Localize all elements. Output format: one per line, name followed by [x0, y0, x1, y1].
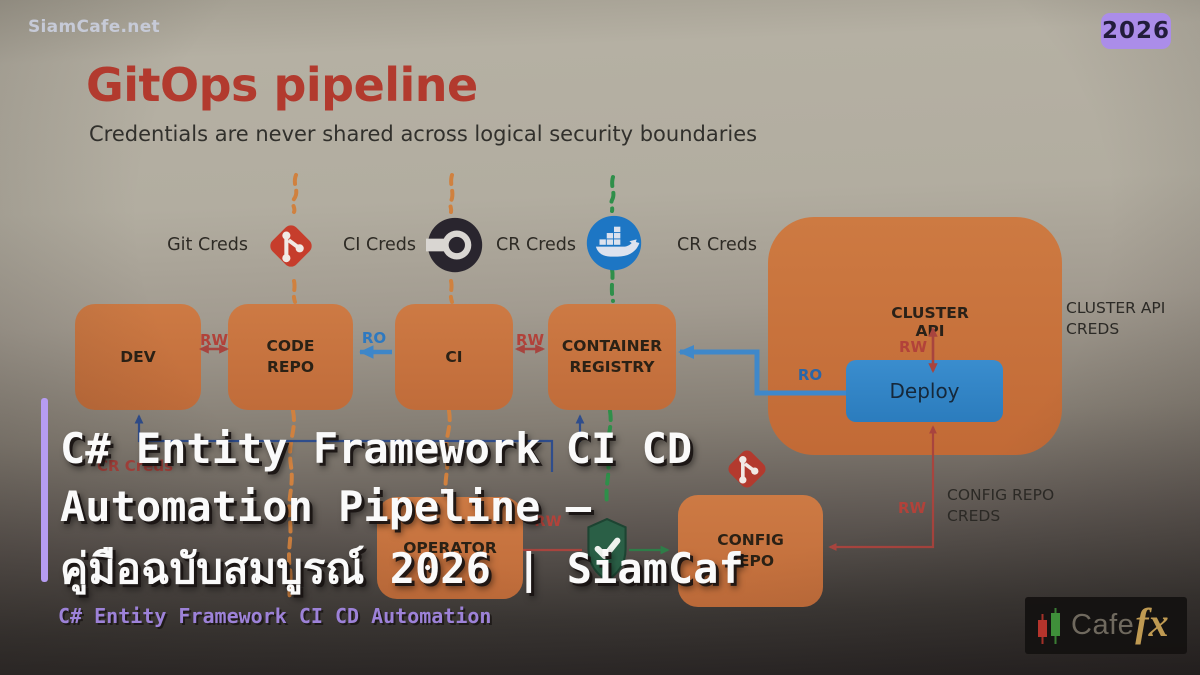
- edge-ro-registry-pull: RO: [797, 366, 823, 384]
- cafefx-logo: Cafe fx: [1025, 597, 1187, 654]
- cluster-api-label: CLUSTER API: [891, 304, 969, 340]
- logo-fx-text: fx: [1135, 600, 1169, 645]
- git-icon: [270, 225, 312, 267]
- cr-creds-label: CR Creds: [496, 235, 576, 255]
- cr-creds-label-2: CR Creds: [677, 235, 757, 255]
- node-deploy: Deploy: [846, 360, 1003, 422]
- watermark: SiamCafe.net: [28, 17, 160, 37]
- node-operator: OPERATOR: [377, 497, 523, 599]
- docker-icon: [586, 215, 642, 271]
- node-code-repo: CODE REPO: [228, 304, 353, 410]
- edge-rw-cluster-api: RW: [898, 338, 928, 356]
- logo-cafe-text: Cafe: [1071, 609, 1135, 641]
- node-dev: DEV: [75, 304, 201, 410]
- headline-line2: Automation Pipeline —: [60, 482, 592, 531]
- git-creds-label: Git Creds: [167, 235, 248, 255]
- edge-rw-dev-repo: RW: [199, 331, 229, 349]
- edge-rw-deploy-config: RW: [897, 499, 927, 517]
- candlestick-icon: [1038, 607, 1060, 644]
- accent-bar: [41, 398, 48, 582]
- page-subtitle: Credentials are never shared across logi…: [89, 122, 758, 146]
- caption-text: C# Entity Framework CI CD Automation: [58, 604, 492, 628]
- year-badge: 2026: [1101, 13, 1171, 49]
- git-icon-config: [728, 450, 766, 488]
- ci-creds-label: CI Creds: [343, 235, 416, 255]
- config-repo-creds-label: CONFIG REPO CREDS: [947, 486, 1055, 525]
- node-container-registry: CONTAINER REGISTRY: [548, 304, 676, 410]
- node-ci: CI: [395, 304, 513, 410]
- headline-line3: คู่มือฉบับสมบูรณ์ 2026 | SiamCaf: [60, 544, 744, 593]
- shield-check-icon: [587, 518, 627, 582]
- page-title: GitOps pipeline: [86, 58, 478, 112]
- headline-line1: C# Entity Framework CI CD: [60, 424, 693, 473]
- node-config-repo: CONFIG REPO: [678, 495, 823, 607]
- edge-ro-repo-ci: RO: [361, 329, 387, 347]
- edge-rw-operator: RW: [534, 514, 562, 530]
- edge-rw-ci-registry: RW: [515, 331, 545, 349]
- cluster-api-creds-label: CLUSTER API CREDS: [1066, 299, 1166, 338]
- cr-creds-dev-label: CR Creds: [97, 457, 174, 475]
- circleci-icon: [426, 217, 483, 273]
